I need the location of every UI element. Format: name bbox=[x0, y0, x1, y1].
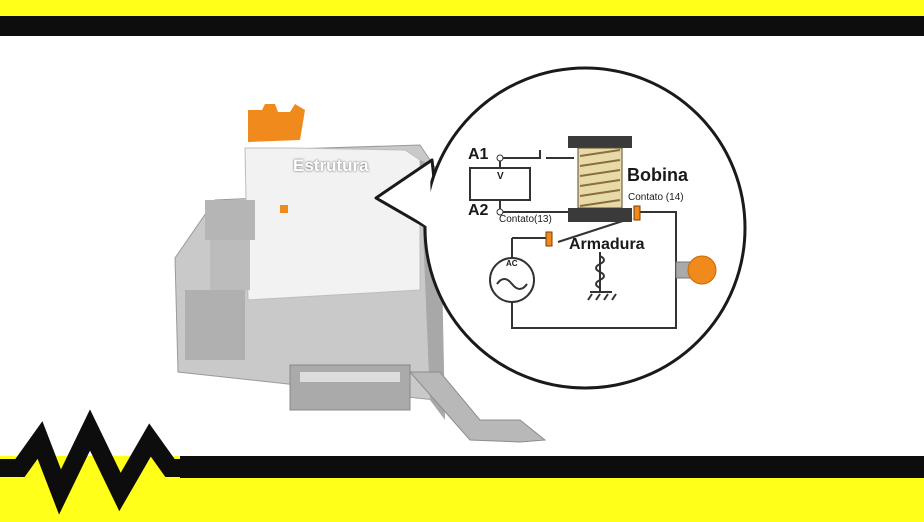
orange-lever bbox=[248, 104, 305, 142]
bottom-brand-band bbox=[0, 409, 924, 522]
contact-13 bbox=[545, 231, 553, 247]
lamp-icon bbox=[675, 255, 717, 285]
spring-icon bbox=[595, 255, 605, 289]
ac-source-icon bbox=[489, 257, 535, 303]
voltmeter-label: V bbox=[497, 171, 504, 182]
top-yellow-band bbox=[0, 0, 924, 16]
contact-14 bbox=[633, 205, 641, 221]
contato-13-label: Contato(13) bbox=[499, 214, 552, 225]
a2-terminal-label: A2 bbox=[468, 202, 489, 219]
magnifier-circle bbox=[423, 66, 747, 390]
bobina-label: Bobina bbox=[627, 165, 688, 185]
contato-14-label: Contato (14) bbox=[628, 192, 684, 203]
ac-source-label: AC bbox=[506, 259, 518, 268]
a1-terminal-label: A1 bbox=[468, 146, 489, 163]
top-black-bar bbox=[0, 16, 924, 36]
armadura-label: Armadura bbox=[569, 236, 645, 253]
estrutura-label: Estrutura bbox=[293, 156, 369, 175]
circuit-wires bbox=[469, 150, 688, 329]
coil-icon bbox=[568, 136, 632, 222]
